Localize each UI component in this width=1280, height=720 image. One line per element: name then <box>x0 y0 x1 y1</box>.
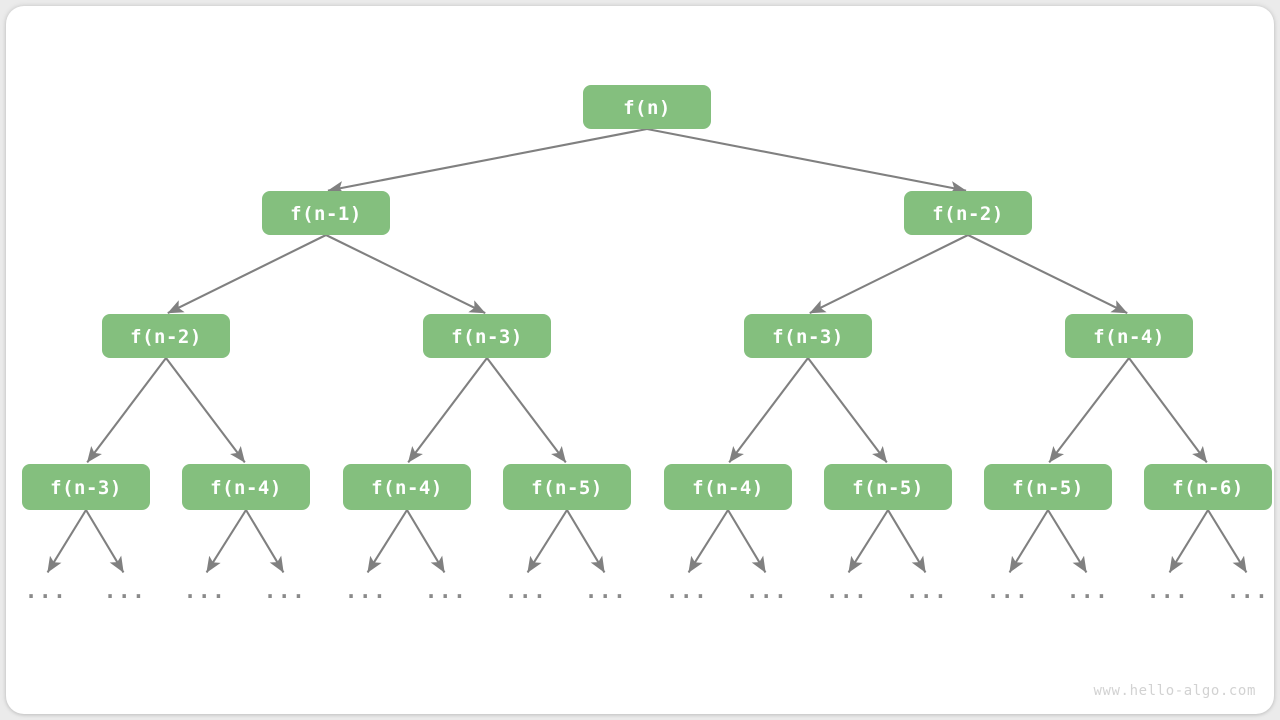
ellipsis-marker: ... <box>666 579 708 603</box>
tree-edge-to-ellipsis <box>245 509 285 573</box>
tree-edge <box>325 234 486 315</box>
tree-node-box[interactable] <box>583 85 711 129</box>
tree-edge-to-ellipsis <box>85 509 125 573</box>
tree-node[interactable]: f(n-2) <box>904 191 1032 235</box>
tree-node-box[interactable] <box>1065 314 1193 358</box>
tree-node-label: f(n-1) <box>290 203 362 225</box>
tree-node-box[interactable] <box>182 464 310 510</box>
tree-node-box[interactable] <box>102 314 230 358</box>
tree-node-label: f(n-5) <box>531 477 603 499</box>
tree-edge-to-ellipsis <box>1047 509 1088 573</box>
tree-edge <box>728 357 809 464</box>
recursion-tree-diagram: f(n) f(n-1) f(n-2) f(n-2) f(n-3) f(n-3) f(n-4)… <box>22 85 1272 699</box>
tree-node[interactable]: f(n-4) <box>182 464 310 510</box>
tree-edge-to-ellipsis <box>526 509 568 574</box>
ellipsis-marker: ... <box>345 579 387 603</box>
tree-node[interactable]: f(n-5) <box>824 464 952 510</box>
tree-node[interactable]: f(n-6) <box>1144 464 1272 510</box>
tree-node-box[interactable] <box>904 191 1032 235</box>
tree-edge-to-ellipsis <box>847 509 889 574</box>
tree-node[interactable]: f(n-4) <box>664 464 792 510</box>
tree-edge <box>1128 357 1208 464</box>
tree-node-box[interactable] <box>423 314 551 358</box>
tree-node-box[interactable] <box>824 464 952 510</box>
tree-edge <box>407 357 488 464</box>
tree-node-box[interactable] <box>503 464 631 510</box>
ellipsis-marker: ... <box>425 579 467 603</box>
tree-node-label: f(n-3) <box>772 326 844 348</box>
tree-edge-to-ellipsis <box>1008 509 1049 573</box>
tree-node[interactable]: f(n-1) <box>262 191 390 235</box>
ellipsis-marker: ... <box>585 579 627 603</box>
tree-node-box[interactable] <box>984 464 1112 510</box>
tree-edge <box>646 127 967 195</box>
figure-card: f(n) f(n-1) f(n-2) f(n-2) f(n-3) f(n-3) f(n-4)… <box>6 6 1274 714</box>
tree-node[interactable]: f(n) <box>583 85 711 129</box>
ellipsis-marker: ... <box>264 579 306 603</box>
tree-edge <box>807 357 888 464</box>
tree-edge <box>809 234 969 315</box>
ellipsis-marker: ... <box>906 579 948 603</box>
tree-node-label: f(n) <box>623 97 671 119</box>
tree-edge-to-ellipsis <box>366 509 408 574</box>
tree-node-label: f(n-3) <box>451 326 523 348</box>
tree-node-label: f(n-5) <box>1012 477 1084 499</box>
edges-layer <box>86 127 1208 464</box>
tree-edge-to-ellipsis <box>46 509 87 573</box>
ellipsis-marker: ... <box>1147 579 1189 603</box>
ellipsis-marker: ... <box>25 579 67 603</box>
tree-edge-to-ellipsis <box>887 509 927 573</box>
nodes-layer: f(n) f(n-1) f(n-2) f(n-2) f(n-3) f(n-3) f(n-4)… <box>22 85 1272 510</box>
ellipsis-marker: ... <box>826 579 868 603</box>
tree-edge <box>165 357 246 464</box>
tree-node-box[interactable] <box>664 464 792 510</box>
tree-node-label: f(n-4) <box>210 477 282 499</box>
tree-node-box[interactable] <box>22 464 150 510</box>
tree-node[interactable]: f(n-5) <box>503 464 631 510</box>
tree-edge <box>86 357 167 464</box>
tree-node[interactable]: f(n-3) <box>22 464 150 510</box>
tree-node-label: f(n-5) <box>852 477 924 499</box>
ellipsis-marker: ... <box>746 579 788 603</box>
ellipsis-marker: ... <box>1227 579 1269 603</box>
ellipsis-marker: ... <box>1067 579 1109 603</box>
tree-node-box[interactable] <box>343 464 471 510</box>
tree-node-label: f(n-2) <box>932 203 1004 225</box>
tree-node[interactable]: f(n-4) <box>343 464 471 510</box>
tree-node[interactable]: f(n-3) <box>744 314 872 358</box>
tree-node[interactable]: f(n-4) <box>1065 314 1193 358</box>
tree-node-label: f(n-2) <box>130 326 202 348</box>
ellipsis-marker: ... <box>505 579 547 603</box>
ellipsis-marker: ... <box>184 579 226 603</box>
tree-node-label: f(n-6) <box>1172 477 1244 499</box>
tree-node-label: f(n-3) <box>50 477 122 499</box>
tree-edge <box>967 234 1128 315</box>
tree-edge-to-ellipsis <box>406 509 446 573</box>
tree-edge-to-ellipsis <box>687 509 729 574</box>
tree-node-box[interactable] <box>744 314 872 358</box>
tree-edge-to-ellipsis <box>727 509 767 573</box>
tree-node[interactable]: f(n-2) <box>102 314 230 358</box>
tree-edge-to-ellipsis <box>205 509 247 574</box>
tree-node-box[interactable] <box>262 191 390 235</box>
tree-node-label: f(n-4) <box>371 477 443 499</box>
tree-node[interactable]: f(n-3) <box>423 314 551 358</box>
tree-edge <box>167 234 327 315</box>
tree-node-label: f(n-4) <box>1093 326 1165 348</box>
tree-edge-to-ellipsis <box>566 509 606 573</box>
tree-edge <box>1048 357 1130 464</box>
ellipsis-marker: ... <box>987 579 1029 603</box>
tree-node-label: f(n-4) <box>692 477 764 499</box>
tree-node[interactable]: f(n-5) <box>984 464 1112 510</box>
watermark: www.hello-algo.com <box>1093 683 1256 699</box>
tree-edge-to-ellipsis <box>1168 509 1209 573</box>
tree-node-box[interactable] <box>1144 464 1272 510</box>
ellipsis-layer: ........................................… <box>25 579 1269 603</box>
tree-edge <box>486 357 567 464</box>
tree-edge-to-ellipsis <box>1207 509 1248 573</box>
ellipsis-marker: ... <box>104 579 146 603</box>
tree-edge <box>327 127 648 195</box>
ellipsis-edges-layer <box>46 509 1248 574</box>
